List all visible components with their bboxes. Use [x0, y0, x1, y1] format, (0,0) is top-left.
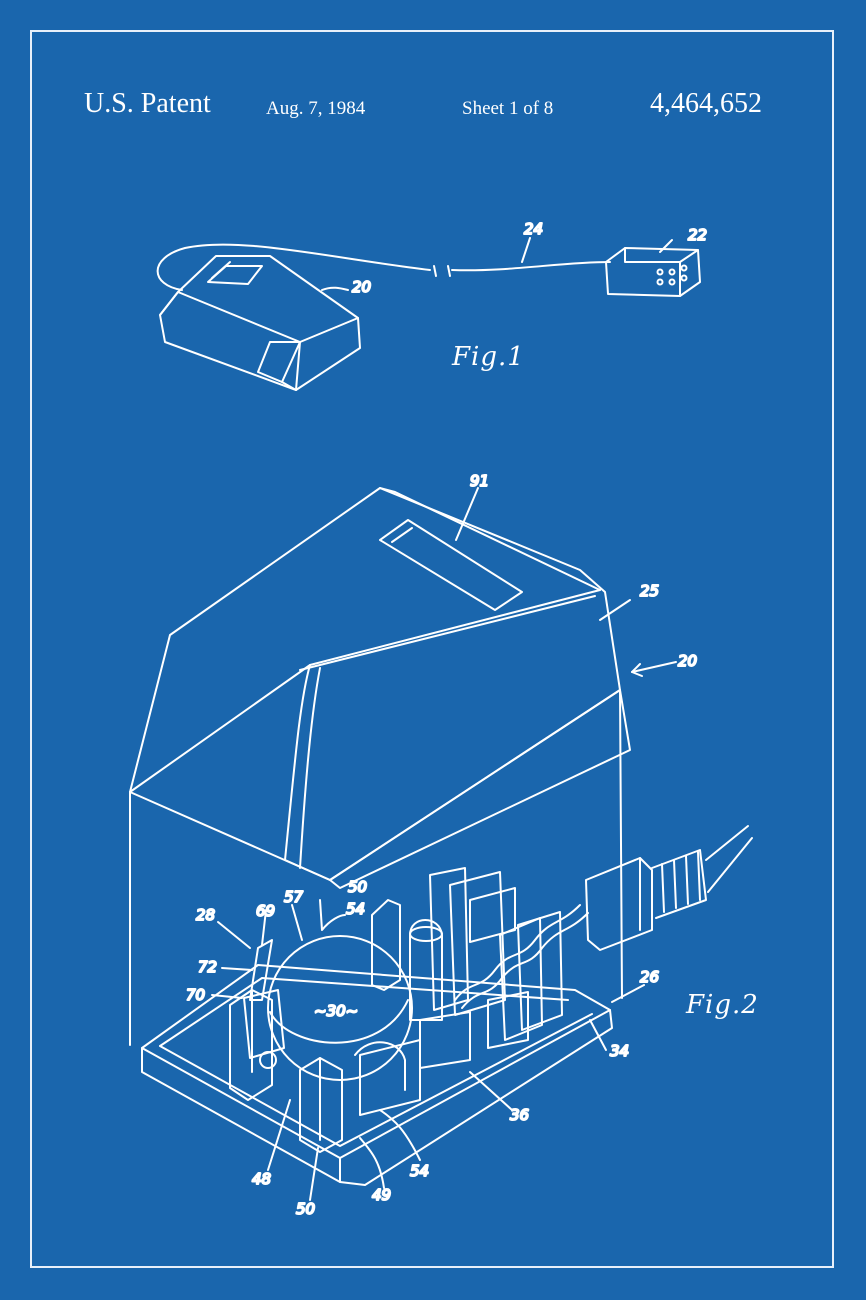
fig2-ref-54-bottom: 54	[410, 1162, 429, 1180]
fig2-label: Fig.2	[686, 990, 759, 1020]
fig1-ref-24: 24	[524, 220, 543, 238]
patent-date: Aug. 7, 1984	[266, 98, 366, 119]
fig2-ref-50-top: 50	[348, 878, 367, 896]
fig2-ref-34: 34	[610, 1042, 629, 1060]
fig2-ref-69: 69	[256, 902, 275, 920]
fig2-ref-30: ~30~	[314, 1002, 358, 1020]
fig2-ref-91: 91	[470, 472, 489, 490]
fig1-label: Fig.1	[452, 342, 525, 372]
page-border	[30, 30, 834, 1268]
fig2-ref-25: 25	[640, 582, 659, 600]
fig2-ref-28: 28	[196, 906, 215, 924]
fig1-mouse-drawing	[156, 237, 701, 391]
fig2-base-assembly	[141, 825, 753, 1201]
fig2-ref-57: 57	[284, 888, 304, 906]
fig2-ref-50-bottom: 50	[296, 1200, 315, 1218]
fig2-ref-26: 26	[640, 968, 659, 986]
fig2-ref-70: 70	[186, 986, 205, 1004]
fig2-ref-72: 72	[198, 958, 217, 976]
fig2-ref-49: 49	[372, 1186, 391, 1204]
fig2-top-case	[129, 487, 677, 1046]
fig1-ref-20: 20	[352, 278, 371, 296]
fig2-ref-36: 36	[510, 1106, 529, 1124]
patent-label: U.S. Patent	[84, 88, 211, 119]
fig2-ref-54-top: 54	[346, 900, 365, 918]
patent-number: 4,464,652	[650, 88, 762, 119]
fig2-ref-20: 20	[678, 652, 697, 670]
fig2-ref-48: 48	[252, 1170, 271, 1188]
sheet-number: Sheet 1 of 8	[462, 98, 554, 119]
fig1-ref-22: 22	[688, 226, 707, 244]
